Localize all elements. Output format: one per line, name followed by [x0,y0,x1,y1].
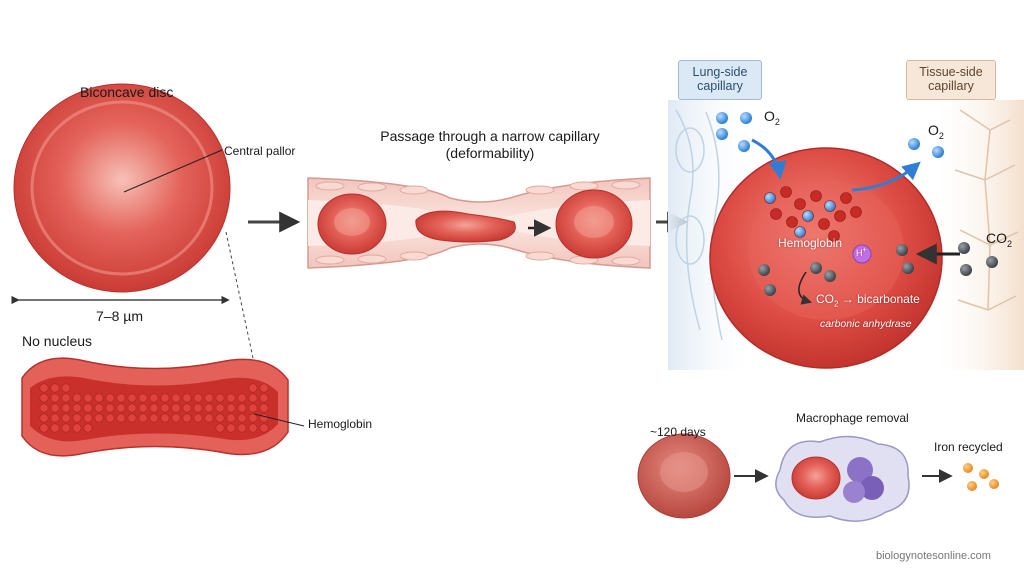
capillary-rbc-exiting-pallor [574,206,614,238]
biconcave-disc-cell [13,83,231,293]
co2-molecules-inside [758,244,914,296]
lung-label-line-2: capillary [697,79,743,94]
source-watermark: biologynotesonline.com [876,550,991,562]
hemoglobin-cross-section-label: Hemoglobin [308,417,373,431]
conversion-arrow [798,271,813,305]
central-pallor-label: Central pallor [224,144,296,158]
oxygen-out-arrow [851,161,921,192]
proton-badge [852,244,872,264]
capillary-rbc-entering-pallor [334,208,370,236]
co2-bicarbonate-reaction: CO2 → bicarbonate [816,292,920,309]
pallor-pointer-line [123,149,223,193]
cross-section-cell [21,357,289,457]
hemoglobin-particles [39,383,269,433]
tissue-label-line-1: Tissue-side [919,65,983,79]
cell-size-label: 7–8 µm [96,308,143,324]
oxygen-in-label: O2 [764,108,780,127]
tissue-label-line-2: capillary [928,79,974,94]
oxygen-in-arrow [751,138,787,180]
gas-exchange-rbc [709,147,943,369]
iron-recycled-label: Iron recycled [934,440,1003,454]
capillary-title-line-2: (deformability) [445,145,535,161]
tissue-side-cells [930,100,1024,370]
lung-label-line-1: Lung-side [692,65,748,79]
cross-section-link-line [225,231,257,373]
oxygen-molecules-released [908,138,944,158]
macrophage-cell [775,435,910,522]
hemoglobin-molecule-cluster [764,186,862,242]
aged-rbc [637,433,731,519]
capillary-title-line-1: Passage through a narrow capillary [380,128,600,144]
oxygen-molecules-incoming [716,112,752,152]
no-nucleus-label: No nucleus [22,333,93,349]
co2-molecules-outside [958,242,998,276]
oxygen-out-label: O2 [928,122,944,141]
tissue-side-capillary-label: Tissue-side capillary [906,60,996,100]
proton-label: H+ [856,247,867,258]
rbc-hemoglobin-label: Hemoglobin [778,236,843,250]
biconcave-disc-title: Biconcave disc [80,84,174,100]
lung-side-capillary-label: Lung-side capillary [678,60,762,100]
iron-particles [963,463,999,491]
capillary-rbc-deformed [415,210,516,243]
co2-label: CO2 [986,230,1013,249]
carbonic-anhydrase-label: carbonic anhydrase [820,318,912,330]
lifespan-label: ~120 days [650,425,706,439]
hemoglobin-pointer-line [253,413,305,427]
macrophage-removal-label: Macrophage removal [796,411,909,425]
